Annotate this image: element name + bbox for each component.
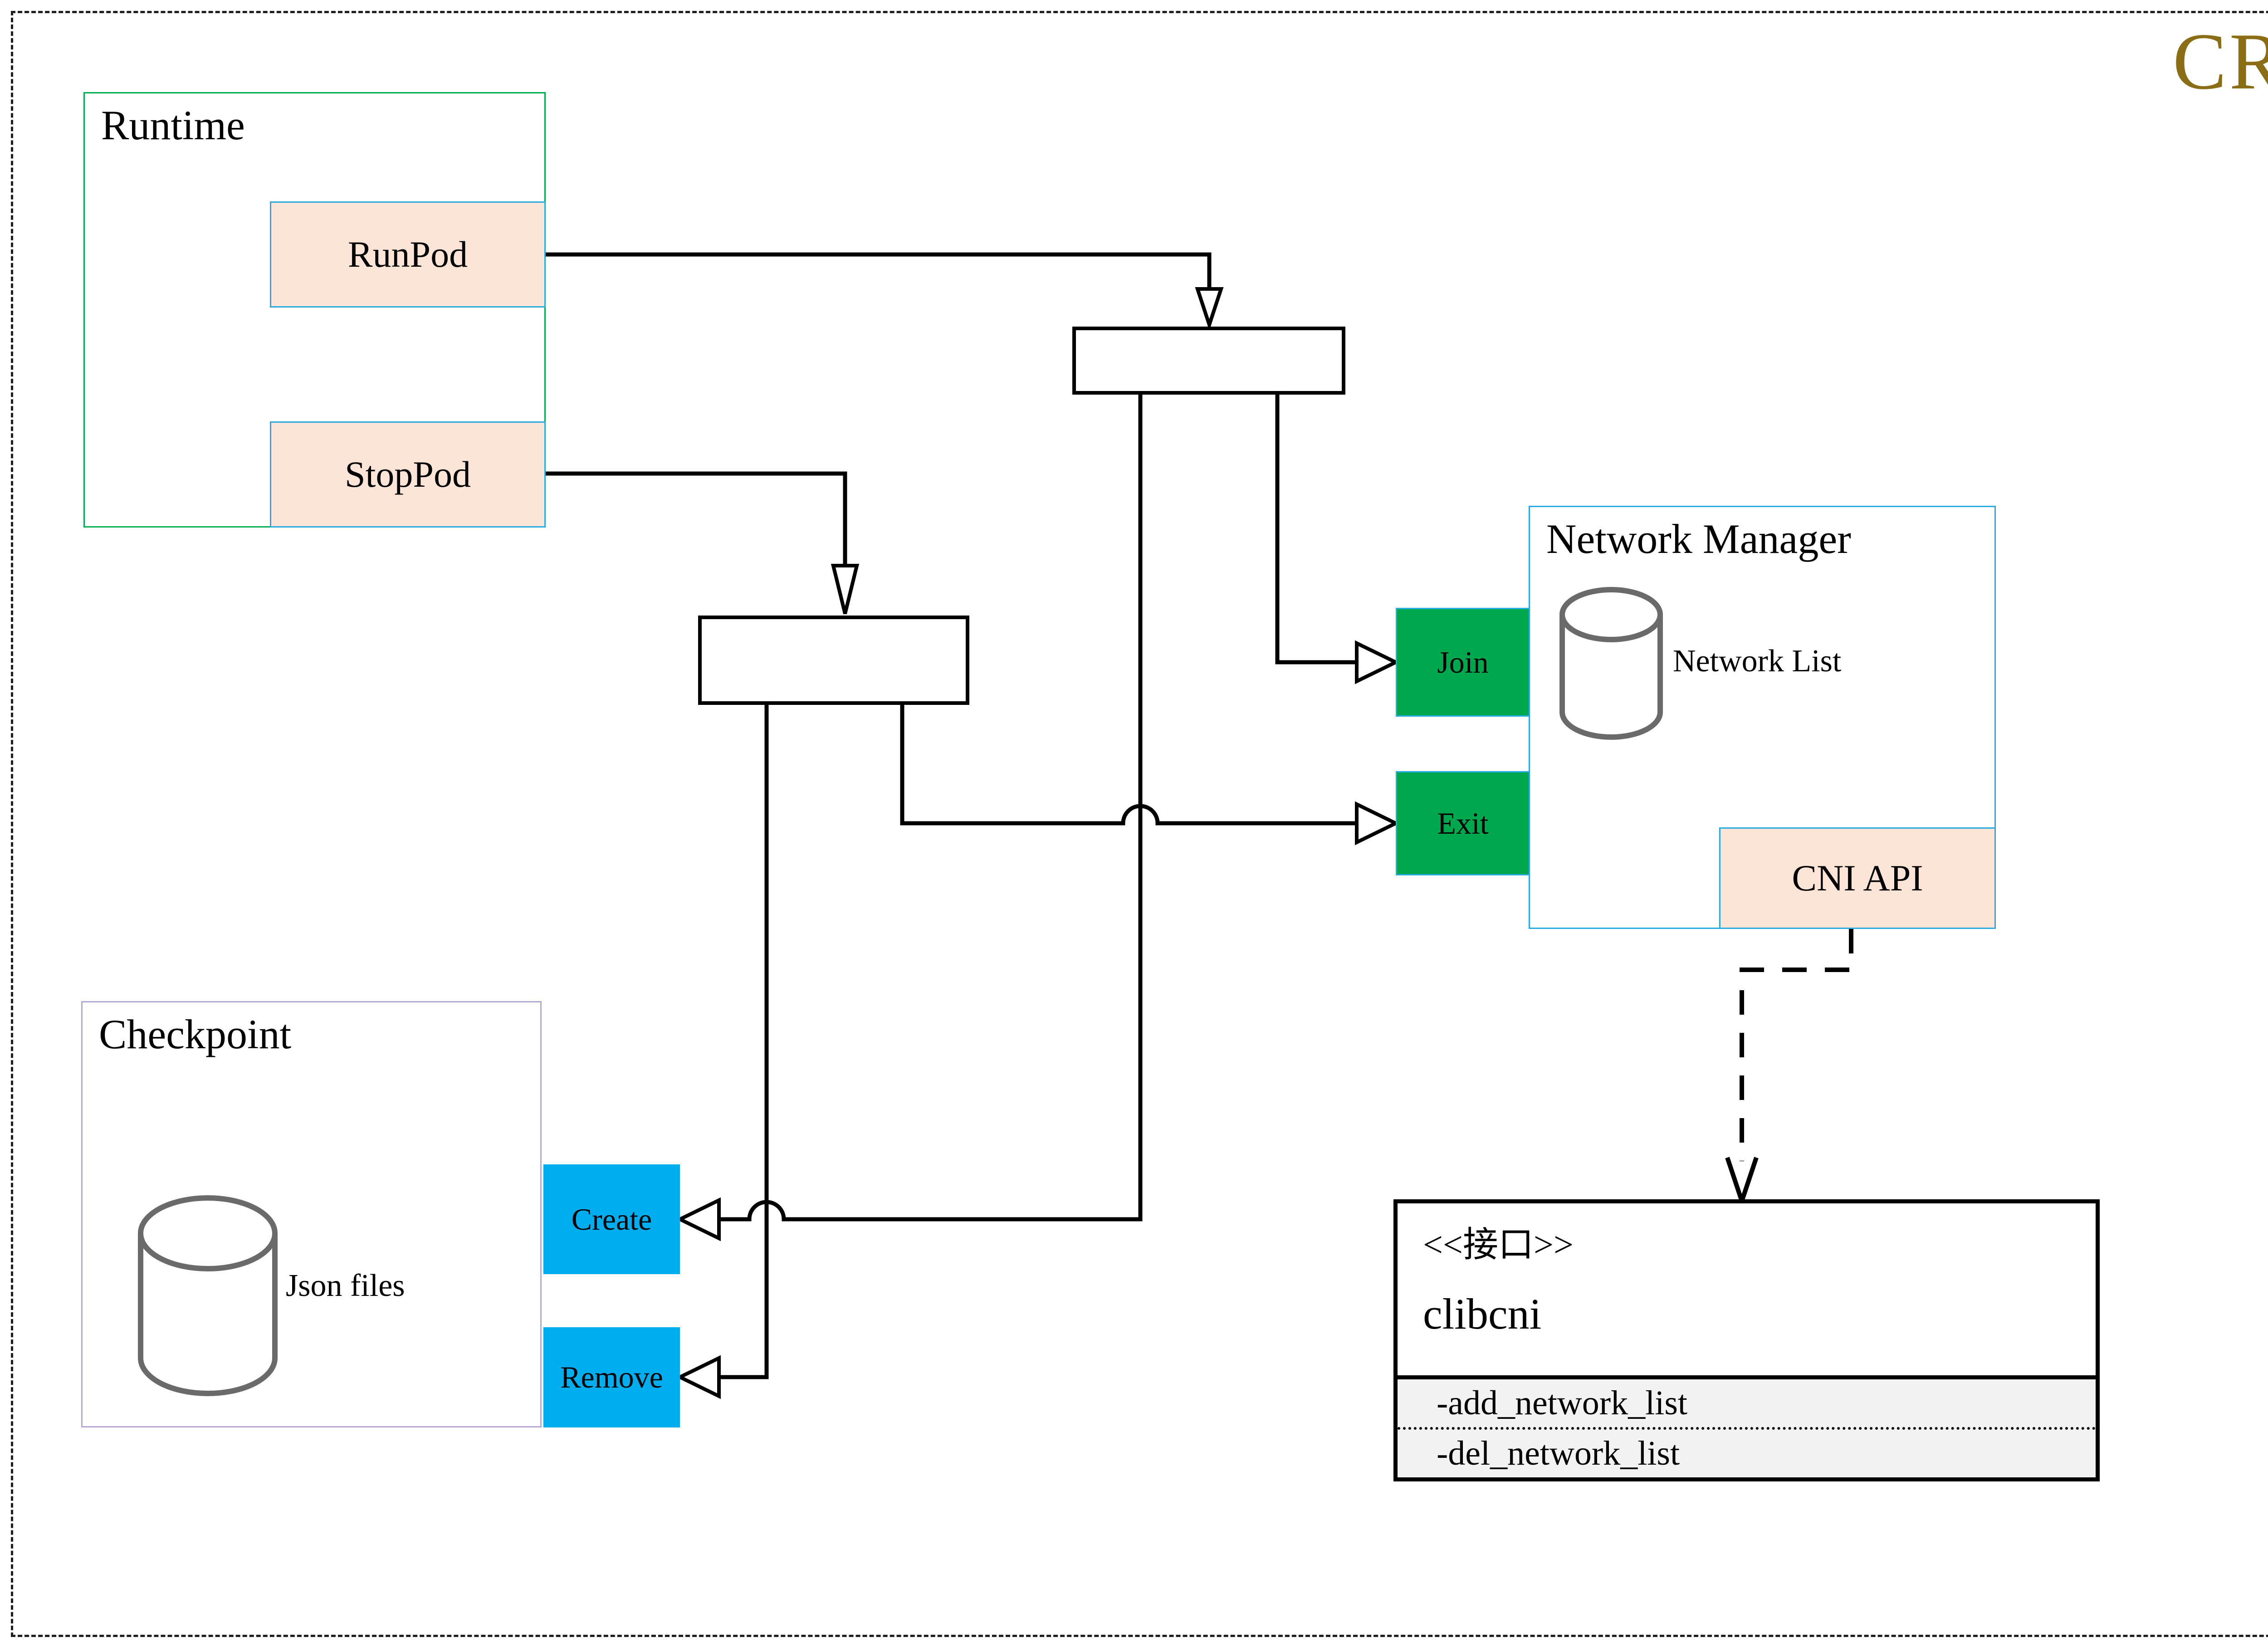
clibcni-stereotype: <<接口>> bbox=[1423, 1225, 1574, 1264]
runpod-label: RunPod bbox=[347, 234, 468, 275]
network-manager-label: Network Manager bbox=[1546, 516, 1851, 562]
stoppod-label: StopPod bbox=[345, 454, 471, 495]
arrowhead-exit bbox=[1355, 801, 1400, 845]
create-label: Create bbox=[571, 1202, 652, 1236]
arrowhead-junction-b bbox=[831, 564, 860, 614]
connector-runpod-to-junction bbox=[546, 252, 1212, 290]
cni-api-button: CNI API bbox=[1719, 827, 1996, 929]
clibcni-header: <<接口>> clibcni bbox=[1398, 1203, 2096, 1375]
junction-box-runpod bbox=[1072, 327, 1345, 395]
remove-label: Remove bbox=[560, 1360, 663, 1394]
join-label: Join bbox=[1437, 645, 1489, 679]
connector-junction-a-to-create bbox=[721, 395, 1143, 1222]
json-files-label: Json files bbox=[286, 1268, 405, 1303]
connector-cniapi-to-clibcni-dashed bbox=[1740, 929, 1853, 1161]
cni-api-label: CNI API bbox=[1792, 857, 1923, 899]
clibcni-method-del: -del_network_list bbox=[1437, 1434, 1680, 1472]
database-cylinder-json-files bbox=[138, 1195, 278, 1396]
arrowhead-clibcni-dependency bbox=[1725, 1157, 1759, 1208]
checkpoint-container: Checkpoint bbox=[81, 1001, 542, 1427]
clibcni-method-add: -add_network_list bbox=[1398, 1379, 2096, 1430]
diagram-dashed-border bbox=[11, 11, 2268, 1637]
exit-button: Exit bbox=[1396, 771, 1530, 875]
exit-label: Exit bbox=[1437, 806, 1489, 841]
network-list-label: Network List bbox=[1673, 644, 1842, 679]
connector-stoppod-to-junction bbox=[546, 471, 847, 567]
remove-button: Remove bbox=[543, 1327, 680, 1427]
database-cylinder-network-list bbox=[1559, 587, 1663, 740]
create-button: Create bbox=[543, 1164, 680, 1274]
arrowhead-remove bbox=[675, 1355, 721, 1399]
connector-junction-b-to-remove bbox=[721, 705, 769, 1379]
connector-junction-a-to-join bbox=[1275, 395, 1359, 665]
arrowhead-join bbox=[1355, 640, 1400, 684]
runtime-container: Runtime bbox=[83, 92, 546, 528]
clibcni-name: clibcni bbox=[1423, 1290, 1542, 1338]
diagram-title: CRI bbox=[2173, 16, 2268, 106]
stoppod-button: StopPod bbox=[270, 421, 546, 528]
junction-box-stoppod bbox=[698, 616, 969, 705]
join-button: Join bbox=[1396, 608, 1530, 717]
clibcni-methods-section: -add_network_list -del_network_list bbox=[1398, 1375, 2096, 1477]
clibcni-interface-class: <<接口>> clibcni -add_network_list -del_ne… bbox=[1393, 1199, 2100, 1481]
arrowhead-junction-a bbox=[1195, 287, 1224, 331]
runpod-button: RunPod bbox=[270, 201, 546, 308]
runtime-label: Runtime bbox=[101, 102, 245, 148]
arrowhead-create bbox=[675, 1197, 721, 1241]
checkpoint-label: Checkpoint bbox=[99, 1011, 292, 1057]
connector-junction-b-to-exit bbox=[900, 705, 1359, 826]
